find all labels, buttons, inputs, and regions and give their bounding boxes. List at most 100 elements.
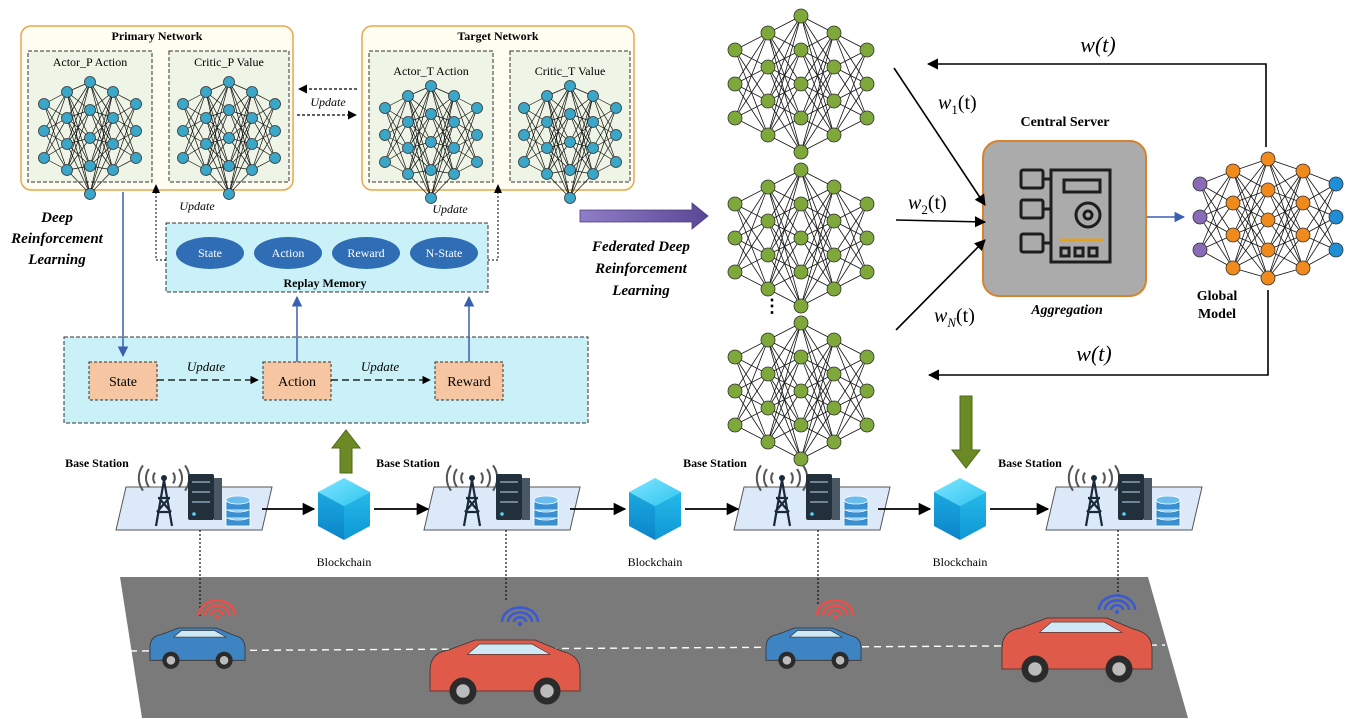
database-icon bbox=[225, 495, 251, 527]
neuron bbox=[859, 42, 875, 58]
base-station-4 bbox=[1045, 464, 1203, 531]
base-station-label-3: Base Station bbox=[683, 456, 747, 470]
neuron bbox=[826, 247, 842, 263]
neuron bbox=[859, 417, 875, 433]
neuron bbox=[61, 112, 73, 124]
svg-text:Learning: Learning bbox=[27, 252, 86, 268]
neuron bbox=[1192, 242, 1208, 258]
neuron bbox=[246, 138, 258, 150]
svg-text:Update: Update bbox=[179, 199, 215, 213]
base-station-2 bbox=[423, 464, 581, 531]
critic-t-network bbox=[518, 80, 622, 204]
neuron bbox=[760, 247, 776, 263]
circuit-board-icon bbox=[1019, 168, 1112, 264]
neuron bbox=[859, 110, 875, 126]
neuron bbox=[379, 129, 391, 141]
neuron bbox=[1192, 176, 1208, 192]
neuron bbox=[727, 349, 743, 365]
wN-label: wN(t) bbox=[934, 305, 975, 330]
neuron bbox=[1260, 212, 1276, 228]
neuron bbox=[859, 76, 875, 92]
neuron bbox=[200, 138, 212, 150]
neuron bbox=[402, 168, 414, 180]
neuron bbox=[425, 164, 437, 176]
svg-text:Reinforcement: Reinforcement bbox=[10, 231, 103, 247]
neuron bbox=[379, 102, 391, 114]
neuron bbox=[130, 125, 142, 137]
neuron bbox=[246, 112, 258, 124]
svg-text:Update: Update bbox=[432, 202, 468, 216]
svg-text:Update: Update bbox=[361, 359, 400, 374]
neuron bbox=[564, 164, 576, 176]
neuron bbox=[471, 156, 483, 168]
server-icon bbox=[806, 474, 840, 520]
neuron bbox=[564, 136, 576, 148]
neuron bbox=[223, 76, 235, 88]
neuron bbox=[402, 90, 414, 102]
replay-update-arrows: Update Update bbox=[152, 184, 502, 261]
neuron bbox=[793, 42, 809, 58]
neuron bbox=[610, 129, 622, 141]
client-network-1 bbox=[727, 8, 875, 160]
neuron bbox=[564, 80, 576, 92]
neuron bbox=[760, 59, 776, 75]
neuron bbox=[84, 188, 96, 200]
neuron bbox=[826, 281, 842, 297]
replay-item-reward: Reward bbox=[347, 246, 384, 260]
neuron bbox=[448, 168, 460, 180]
neuron bbox=[727, 417, 743, 433]
neuron bbox=[727, 264, 743, 280]
neuron bbox=[223, 104, 235, 116]
neuron bbox=[793, 162, 809, 178]
neuron bbox=[107, 138, 119, 150]
neuron bbox=[269, 152, 281, 164]
neuron bbox=[826, 400, 842, 416]
wifi-icon bbox=[500, 606, 540, 627]
neuron bbox=[793, 76, 809, 92]
aggregation-label: Aggregation bbox=[1030, 303, 1103, 318]
neuron bbox=[223, 188, 235, 200]
client-networks bbox=[727, 8, 875, 467]
action-box: Action bbox=[278, 375, 316, 390]
neuron bbox=[518, 156, 530, 168]
neuron bbox=[826, 213, 842, 229]
blockchain-cube-icon bbox=[318, 478, 370, 540]
replay-item-state: State bbox=[198, 246, 222, 260]
replay-item-nstate: N-State bbox=[426, 246, 463, 260]
neuron bbox=[61, 86, 73, 98]
actor-t-network bbox=[379, 80, 483, 204]
neuron bbox=[541, 116, 553, 128]
svg-text:Federated Deep: Federated Deep bbox=[591, 239, 690, 255]
neuron bbox=[1328, 242, 1344, 258]
neuron bbox=[859, 383, 875, 399]
neuron bbox=[1192, 209, 1208, 225]
target-network-title: Target Network bbox=[457, 29, 539, 43]
replay-memory-title: Replay Memory bbox=[284, 276, 367, 290]
central-server: Central Server Aggregation bbox=[982, 115, 1147, 318]
actor-p-label: Actor_P Action bbox=[53, 55, 128, 69]
neuron bbox=[727, 383, 743, 399]
neuron bbox=[425, 192, 437, 204]
neuron bbox=[541, 168, 553, 180]
neuron bbox=[760, 25, 776, 41]
neuron bbox=[826, 93, 842, 109]
neuron bbox=[84, 76, 96, 88]
neuron bbox=[402, 116, 414, 128]
base-station-label-2: Base Station bbox=[376, 456, 440, 470]
tower-icon bbox=[445, 464, 499, 527]
neuron bbox=[223, 132, 235, 144]
neuron bbox=[826, 25, 842, 41]
neuron bbox=[1295, 195, 1311, 211]
neuron bbox=[61, 138, 73, 150]
neuron bbox=[793, 298, 809, 314]
neuron bbox=[1225, 227, 1241, 243]
neuron bbox=[727, 196, 743, 212]
car-icon bbox=[765, 627, 862, 669]
neuron bbox=[587, 90, 599, 102]
neuron bbox=[727, 110, 743, 126]
neuron bbox=[61, 164, 73, 176]
panel-networks bbox=[38, 76, 622, 204]
svg-text:Reinforcement: Reinforcement bbox=[594, 261, 687, 277]
blockchain-label-2: Blockchain bbox=[628, 555, 683, 569]
neuron bbox=[727, 76, 743, 92]
